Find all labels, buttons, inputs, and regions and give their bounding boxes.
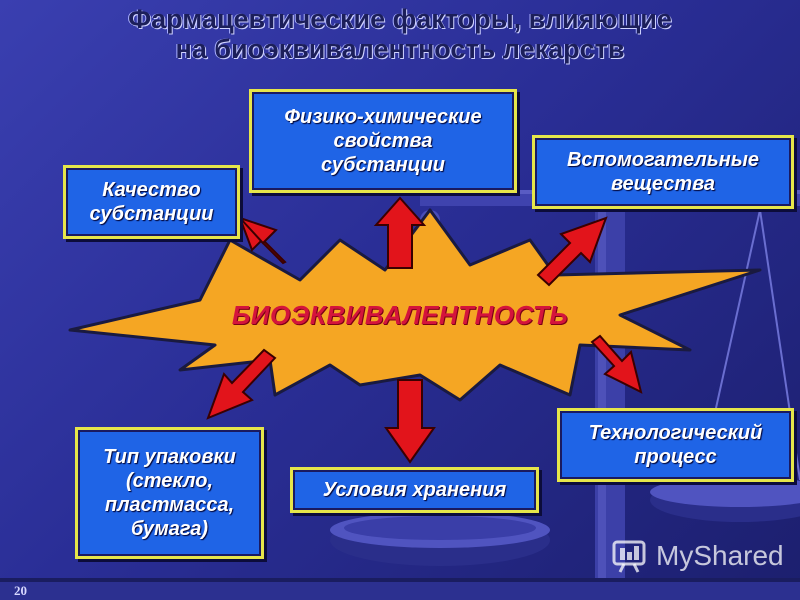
slide-title-line-1: Фармацевтические факторы, влияющие [128, 4, 672, 34]
watermark: MyShared [612, 536, 792, 576]
factor-excipients: Вспомогательные вещества [532, 135, 794, 209]
arrow-to-physchem [373, 196, 427, 269]
center-label-bioequivalence: БИОЭКВИВАЛЕНТНОСТЬ [231, 300, 569, 330]
arrow-to-substance-quality [238, 216, 287, 265]
arrow-to-technology [590, 334, 643, 394]
factor-packaging-type: Тип упаковки (стекло, пластмасса, бумага… [75, 427, 264, 559]
factor-storage-conditions: Условия хранения [290, 467, 539, 513]
watermark-text: MyShared [656, 540, 784, 571]
slide-number: 20 [14, 583, 27, 598]
bioequivalence-starburst [68, 208, 762, 402]
myshared-logo-icon [612, 540, 646, 573]
arrow-to-excipients [536, 216, 608, 287]
factor-technological-process: Технологический процесс [557, 408, 794, 482]
factor-physchem-properties: Физико-химические свойства субстанции [249, 89, 517, 193]
arrow-to-storage [384, 379, 436, 464]
arrow-to-packaging [206, 348, 277, 420]
factor-substance-quality: Качество субстанции [63, 165, 240, 239]
slide-title-line-2: на биоэквивалентность лекарств [175, 34, 625, 64]
